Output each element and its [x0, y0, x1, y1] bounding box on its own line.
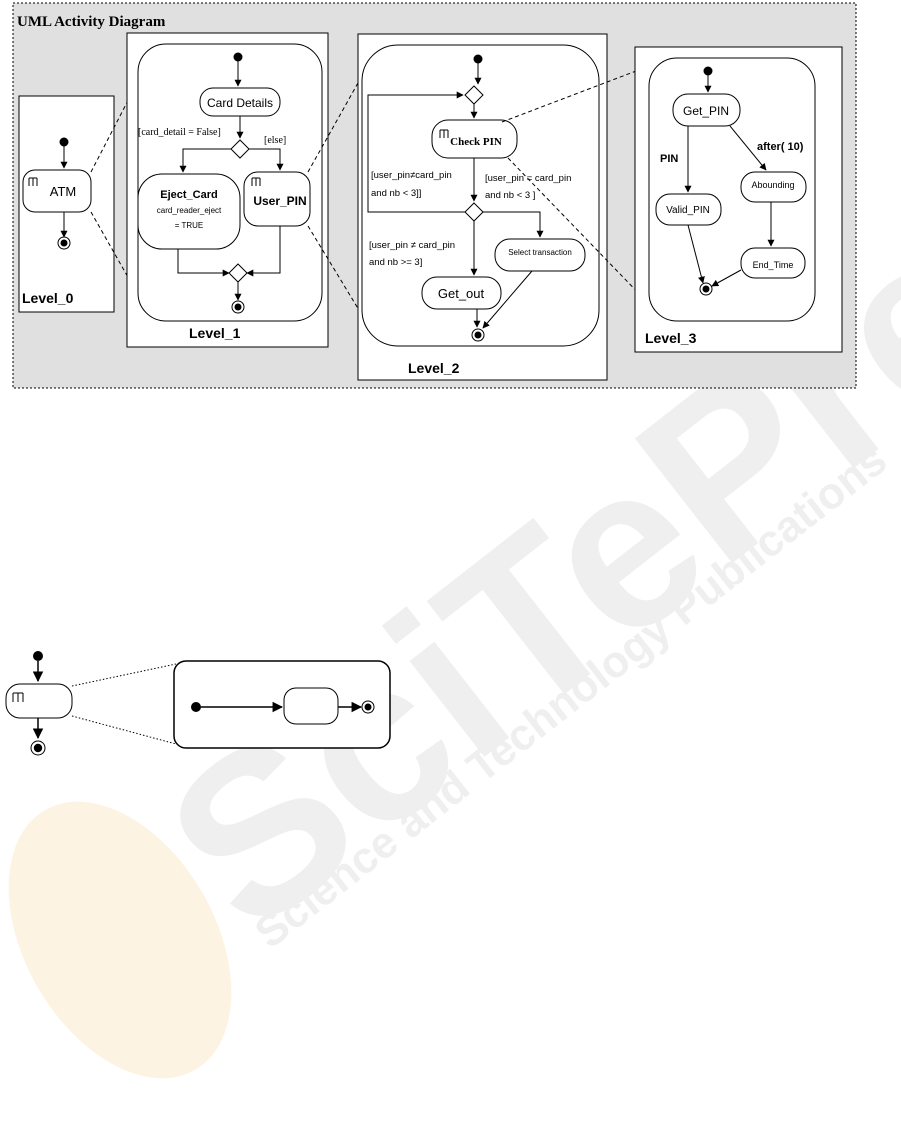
zoom-line — [307, 225, 383, 349]
check-pin-label: Check PIN — [450, 136, 502, 148]
eject-card-label: Eject_Card — [160, 189, 217, 201]
decision-node — [230, 139, 250, 159]
subactivity-node — [5, 683, 73, 719]
level-2-panel: Check PIN [user_pin≠card_pin and nb < 3]… — [357, 33, 608, 381]
subactivity-icon — [28, 177, 38, 186]
eject-action-line2: = TRUE — [175, 221, 204, 230]
level-3-label: Level_3 — [645, 330, 697, 346]
guard-else: [else] — [264, 135, 286, 146]
watermark-swoosh — [8, 801, 232, 1079]
valid-pin-label: Valid_PIN — [666, 205, 710, 216]
initial-node — [703, 66, 713, 76]
subactivity-icon — [439, 129, 449, 138]
subactivity-icon — [12, 692, 24, 702]
initial-node — [59, 137, 69, 147]
eject-card-activity — [137, 173, 241, 250]
initial-node — [33, 651, 43, 661]
zoom-line — [71, 715, 177, 745]
zoom-line — [507, 157, 651, 306]
guard-retry-line1: [user_pin≠card_pin — [371, 170, 452, 181]
inner-activity — [283, 687, 339, 725]
user-pin-label: User_PIN — [253, 194, 306, 208]
initial-node — [473, 54, 483, 64]
abounding-activity — [740, 171, 807, 203]
guard-exit-line1: [user_pin ≠ card_pin — [369, 240, 455, 251]
select-transaction-label: Select transaction — [508, 248, 572, 257]
select-transaction-activity — [494, 238, 586, 272]
abounding-label: Abounding — [751, 180, 794, 190]
atm-activity — [22, 169, 92, 213]
pin-event-label: PIN — [660, 153, 678, 165]
zoom-line — [71, 663, 177, 687]
get-out-label: Get_out — [438, 286, 485, 301]
guard-retry-line2: and nb < 3]] — [371, 188, 421, 199]
end-time-activity — [740, 247, 806, 279]
card-details-label: Card Details — [207, 96, 273, 110]
subactivity-icon — [251, 177, 261, 186]
level-0-label: Level_0 — [22, 290, 74, 306]
zoom-line — [501, 59, 666, 123]
end-time-label: End_Time — [753, 260, 794, 270]
atm-label: ATM — [50, 184, 76, 199]
get-pin-label: Get_PIN — [683, 104, 729, 118]
guard-valid-line2: and nb < 3 ] — [485, 190, 535, 201]
level-2-label: Level_2 — [408, 360, 460, 376]
initial-node — [191, 702, 201, 712]
expanded-subactivity — [173, 660, 391, 749]
subactivity-figure — [5, 651, 391, 756]
get-pin-activity — [672, 93, 741, 127]
get-out-activity — [421, 276, 502, 310]
initial-node — [233, 52, 243, 62]
level-1-label: Level_1 — [189, 325, 241, 341]
level-3-panel: Get_PIN PIN after( 10) Abounding Valid_P… — [634, 46, 843, 353]
level-1-panel: Card Details [card_detail = False] [else… — [126, 32, 329, 348]
level-0-panel: ATM Level_0 — [18, 95, 115, 313]
guard-card-false: [card_detail = False] — [138, 127, 221, 138]
guard-exit-line2: and nb >= 3] — [369, 257, 422, 268]
after-event-label: after( 10) — [757, 141, 804, 153]
diagram-title: UML Activity Diagram — [17, 14, 166, 30]
eject-action-line1: card_reader_eject — [157, 206, 222, 215]
